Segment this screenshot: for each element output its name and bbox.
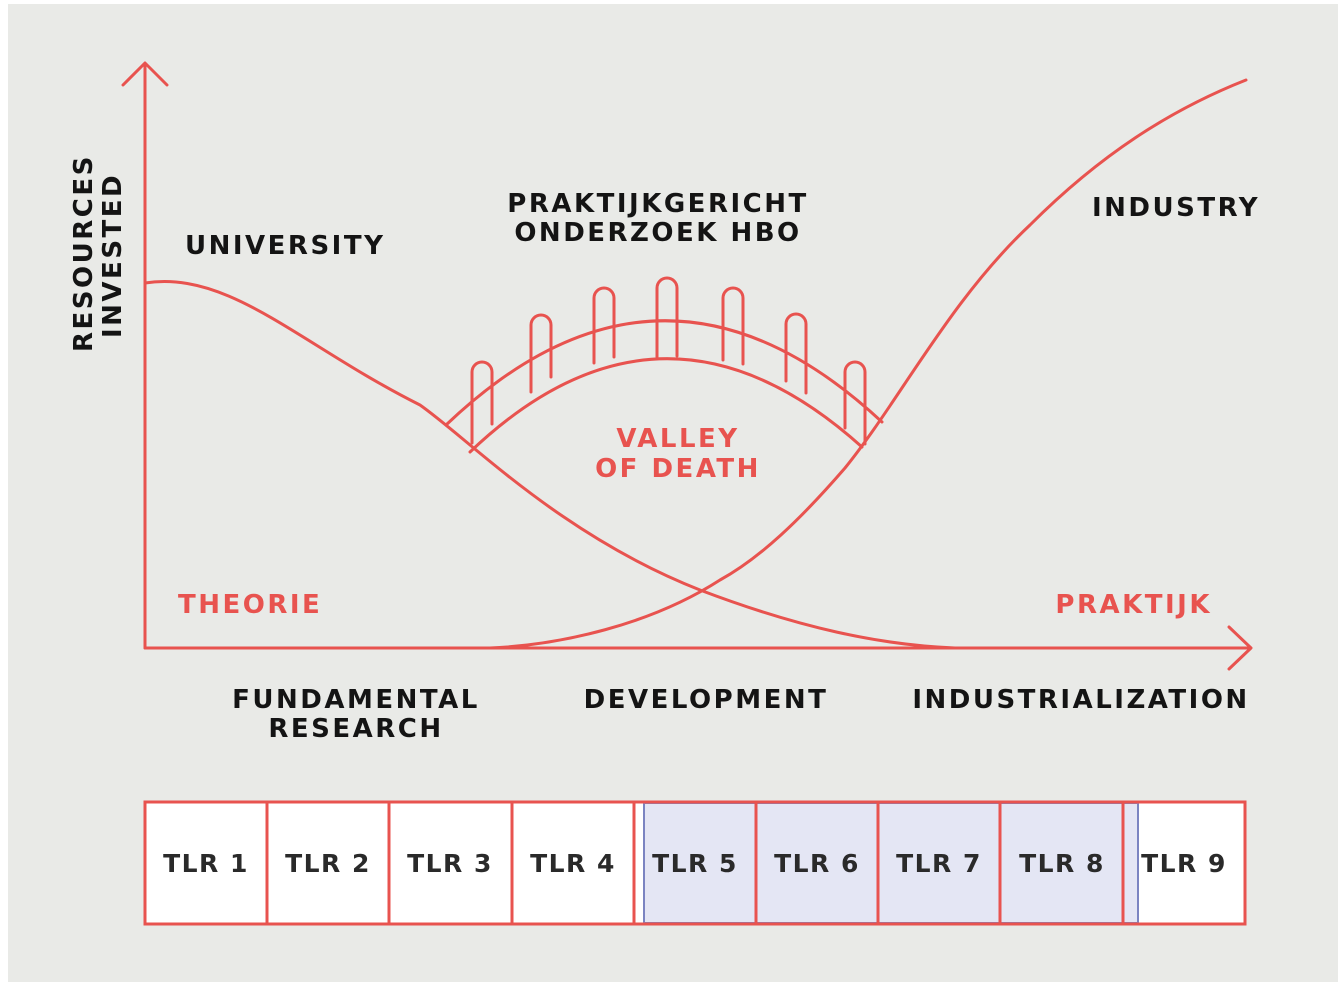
bridge-posts xyxy=(470,276,867,446)
tlr-highlight-band xyxy=(643,802,1139,924)
theorie-label: THEORIE xyxy=(178,590,322,620)
bridge-deck xyxy=(444,319,884,427)
bridge-label-line1: PRAKTIJKGERICHT xyxy=(507,189,808,219)
tlr-dividers xyxy=(265,802,1125,924)
y-axis-arrowhead xyxy=(121,61,169,87)
tlr-cell-5: TLR 5 xyxy=(652,849,738,878)
valley-of-death-label-line2: OF DEATH xyxy=(595,454,761,484)
y-axis-label-line2: INVESTED xyxy=(98,173,128,338)
fundamental-research-label-line2: RESEARCH xyxy=(268,714,443,744)
bridge-label-line2: ONDERZOEK HBO xyxy=(514,218,801,248)
tlr-cell-1: TLR 1 xyxy=(163,849,249,878)
bridge-post xyxy=(721,286,745,366)
university-label: UNIVERSITY xyxy=(185,231,385,261)
tlr-cell-6: TLR 6 xyxy=(774,849,860,878)
fundamental-research-label-line1: FUNDAMENTAL xyxy=(232,685,480,715)
y-axis-label-line1: RESOURCES xyxy=(69,154,99,352)
tlr-scale: TLR 1 TLR 2 TLR 3 TLR 4 TLR 5 TLR 6 TLR … xyxy=(143,800,1247,926)
tlr-cell-7: TLR 7 xyxy=(896,849,982,878)
valley-of-death-label-line1: VALLEY xyxy=(616,424,739,454)
tlr-scale-border xyxy=(143,800,1247,926)
industry-label: INDUSTRY xyxy=(1092,193,1260,223)
development-label: DEVELOPMENT xyxy=(584,685,829,715)
bridge-post xyxy=(843,360,867,446)
university-curve xyxy=(143,280,957,650)
bridge-post xyxy=(784,312,808,395)
bridge-arch xyxy=(468,357,864,454)
industrialization-label: INDUSTRIALIZATION xyxy=(912,685,1249,715)
x-axis-arrowhead xyxy=(1227,625,1253,671)
bridge-post xyxy=(470,360,494,445)
bridge-post xyxy=(529,313,553,394)
bridge-post xyxy=(592,286,616,365)
tlr-cell-8: TLR 8 xyxy=(1019,849,1105,878)
bridge-post xyxy=(655,276,679,359)
praktijk-label: PRAKTIJK xyxy=(1055,590,1212,620)
industry-curve xyxy=(488,78,1248,650)
tlr-cell-2: TLR 2 xyxy=(285,849,371,878)
tlr-cell-9: TLR 9 xyxy=(1141,849,1227,878)
tlr-cell-4: TLR 4 xyxy=(530,849,616,878)
tlr-cell-3: TLR 3 xyxy=(407,849,493,878)
